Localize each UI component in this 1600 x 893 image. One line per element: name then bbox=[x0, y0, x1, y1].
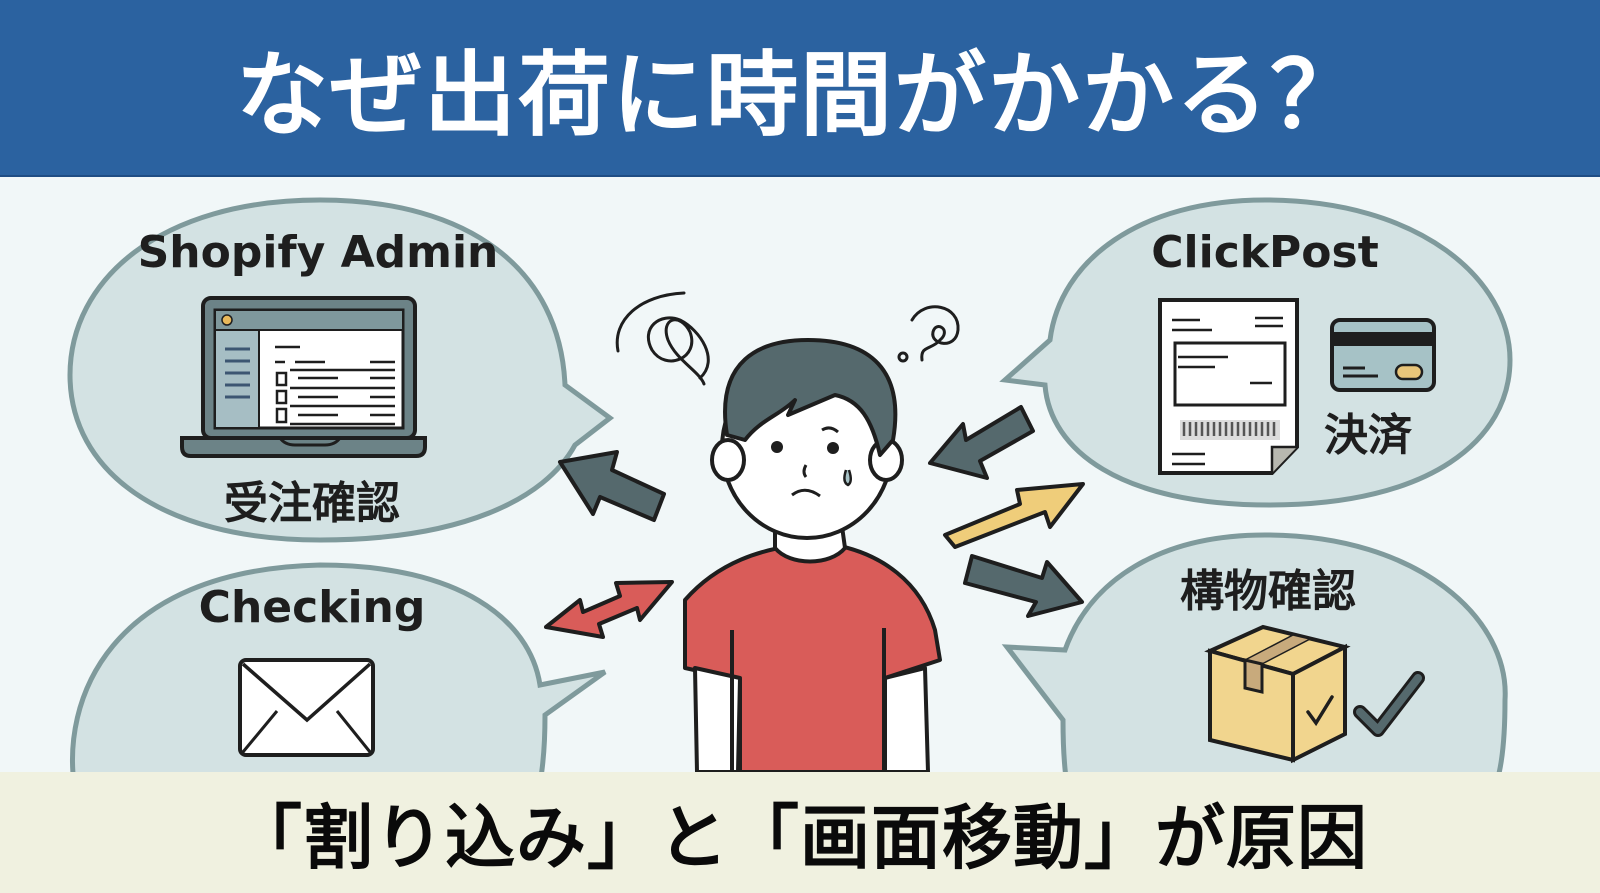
arrow-from-clickpost bbox=[928, 405, 1035, 480]
shipping-label-icon bbox=[1158, 298, 1299, 475]
arrow-to-clickpost bbox=[943, 482, 1085, 549]
laptop-admin-icon bbox=[180, 296, 427, 458]
page-title: なぜ出荷に時間がかかる？ bbox=[235, 42, 1364, 149]
arrow-double-checking bbox=[544, 580, 674, 639]
footer-banner: 「割り込み」と「画面移動」が原因 bbox=[0, 772, 1600, 893]
envelope-icon bbox=[238, 658, 375, 757]
arrow-to-inspection bbox=[963, 554, 1084, 618]
arrow-to-shopify bbox=[558, 450, 666, 522]
question-squiggle-icon bbox=[897, 305, 960, 363]
confused-person bbox=[683, 338, 942, 772]
header-banner: なぜ出荷に時間がかかる？ bbox=[0, 0, 1600, 177]
checking-title: Checking bbox=[198, 582, 426, 633]
scribble-icon bbox=[615, 291, 710, 386]
illustration-stage: Shopify Admin 受注確認 Checking ClickPost 決済… bbox=[0, 177, 1600, 772]
clickpost-title: ClickPost bbox=[1151, 227, 1379, 278]
inspection-title: 構物確認 bbox=[1180, 566, 1356, 617]
payment-caption: 決済 bbox=[1324, 410, 1412, 461]
credit-card-icon bbox=[1330, 318, 1436, 392]
order-confirm-caption: 受注確認 bbox=[224, 478, 400, 529]
checkmark-icon bbox=[1353, 671, 1425, 737]
cardboard-box-icon bbox=[1204, 624, 1351, 764]
shopify-admin-title: Shopify Admin bbox=[137, 227, 499, 278]
conclusion-text: 「割り込み」と「画面移動」が原因 bbox=[232, 797, 1368, 879]
